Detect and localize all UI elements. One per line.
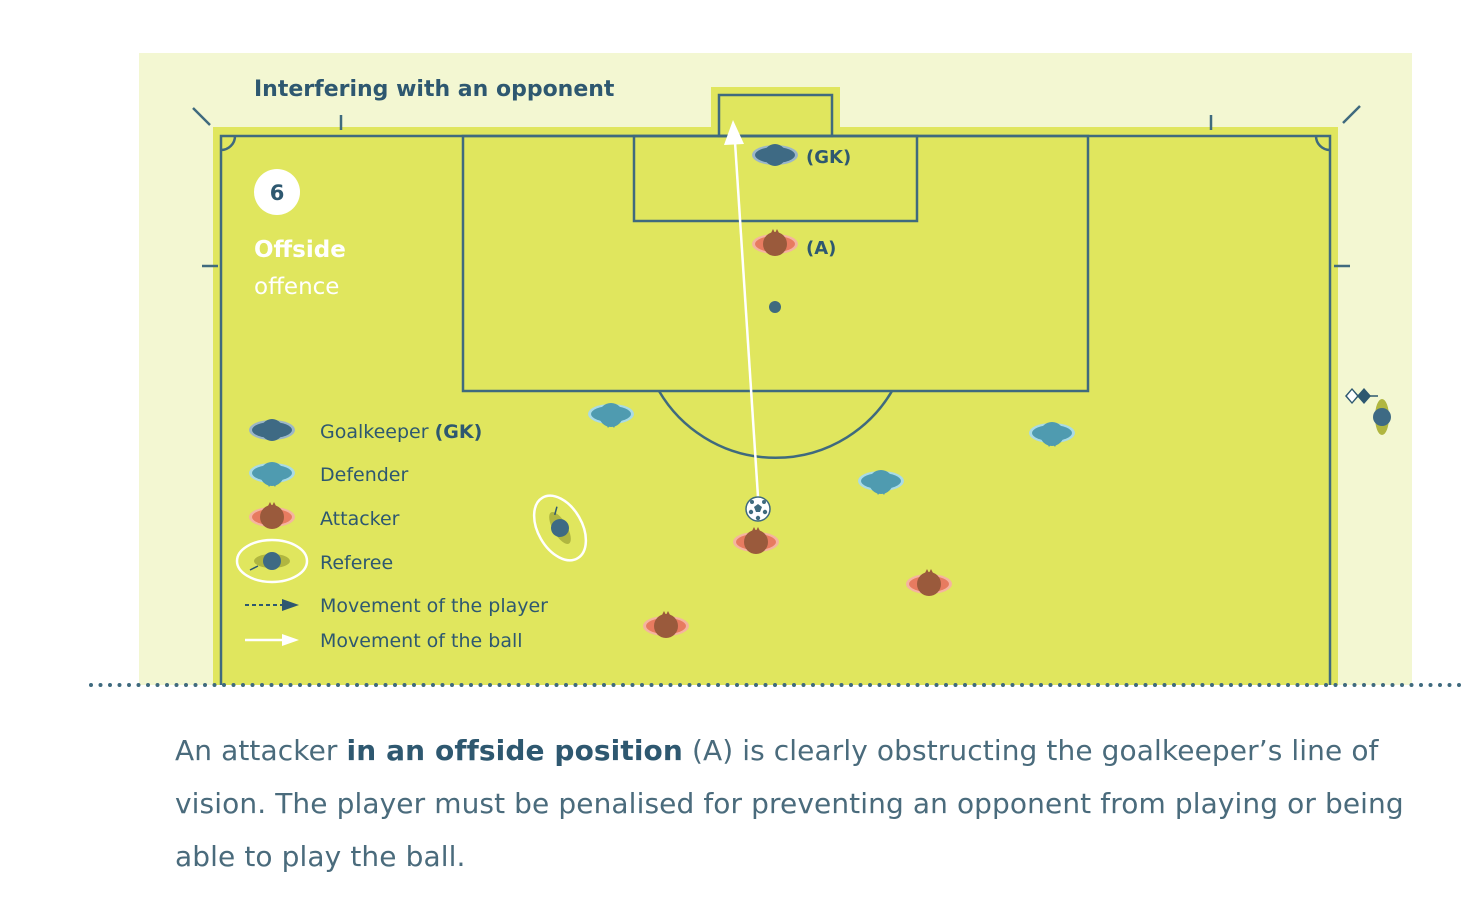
penalty-spot — [769, 301, 781, 313]
ball-path-arrowhead — [724, 120, 744, 145]
legend-ball-movement-arrowhead — [282, 634, 299, 646]
corner-mark-left — [192, 107, 211, 126]
corner-arc-left — [220, 135, 237, 152]
corner-arc-right — [1314, 135, 1331, 152]
penalty-arc — [657, 390, 894, 460]
referee — [532, 494, 588, 562]
corner-mark-right — [1342, 105, 1361, 124]
legend-defender: Defender — [320, 464, 408, 486]
legend-attacker: Attacker — [320, 508, 400, 530]
ball-path — [733, 141, 760, 498]
legend-referee: Referee — [320, 552, 393, 574]
caption-part-1: An attacker — [175, 734, 347, 767]
legend-goalkeeper: Goalkeeper — [320, 421, 429, 443]
legend-referee-icon — [235, 538, 309, 584]
assistant-referee — [1373, 399, 1391, 435]
diagram-title: Interfering with an opponent — [254, 77, 615, 102]
badge-number: 6 — [270, 181, 285, 205]
legend: Goalkeeper (GK) Defender Attacker Refere… — [235, 419, 548, 652]
legend-player-movement: Movement of the player — [320, 595, 548, 617]
legend-goalkeeper-abbr: (GK) — [435, 421, 483, 443]
legend-ball-movement: Movement of the ball — [320, 630, 523, 652]
goal-area — [632, 134, 919, 223]
caption-part-2: (A) is clearly obstructing the goalkeepe… — [175, 734, 1404, 873]
caption-bold: in an offside position — [346, 734, 683, 767]
legend-player-movement-arrowhead — [282, 599, 299, 611]
caption: An attacker in an offside position (A) i… — [175, 724, 1445, 883]
badge-circle — [254, 169, 300, 215]
heading-light: offence — [254, 274, 339, 300]
attacker-label: (A) — [806, 238, 836, 259]
football-icon — [745, 496, 771, 522]
heading-bold: Offside — [254, 237, 346, 263]
goalkeeper-label: (GK) — [806, 147, 851, 168]
svg-text:Goalkeeper (GK): Goalkeeper (GK) — [320, 421, 482, 443]
flag-icon — [1345, 388, 1378, 404]
